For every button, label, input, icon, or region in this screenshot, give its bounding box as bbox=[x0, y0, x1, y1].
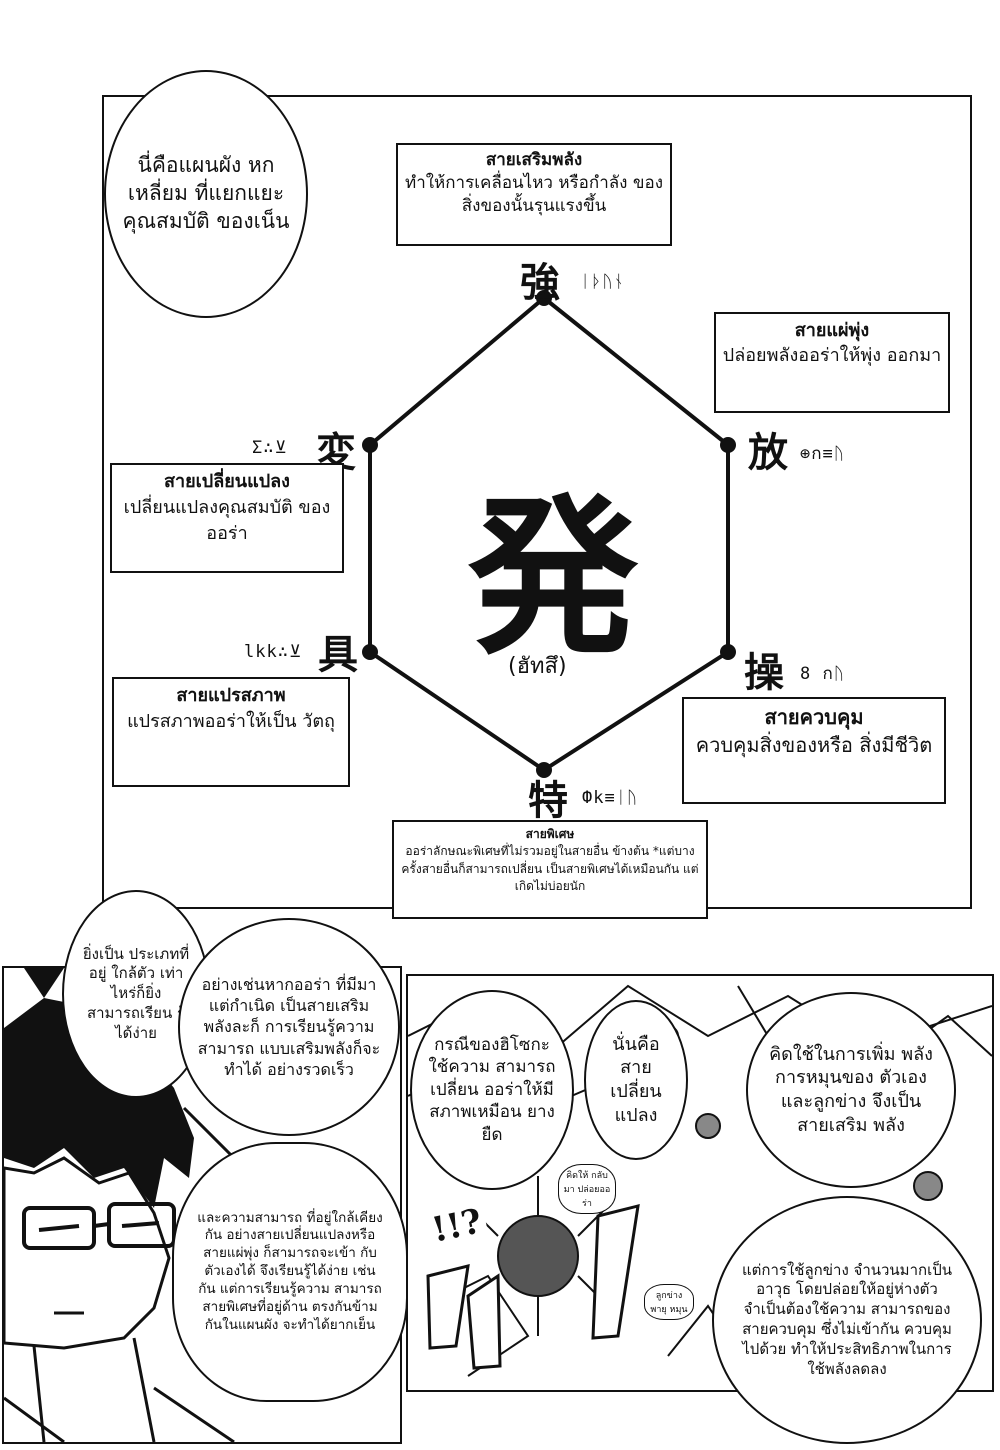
speech-bubble-example: อย่างเช่นหากออร่า ที่มีมาแต่กำเนิด เป็นส… bbox=[178, 918, 400, 1136]
box-manipulate-body: ควบคุมสิ่งของหรือ สิ่งมีชีวิต bbox=[695, 733, 933, 757]
box-special-body: ออร่าลักษณะพิเศษที่ไม่รวมอยู่ในสายอื่น ข… bbox=[401, 844, 699, 894]
node-dot-upper-left bbox=[362, 437, 378, 453]
code-transmute: Σ∴⊻ bbox=[252, 438, 288, 458]
speech-bubble-intro: นี่คือแผนผัง หกเหลี่ยม ที่แยกแยะ คุณสมบั… bbox=[104, 70, 308, 318]
kanji-enhance: 強 bbox=[520, 259, 560, 306]
box-enhance-title: สายเสริมพลัง bbox=[485, 150, 583, 170]
box-emit: สายแผ่พุ่ง ปล่อยพลังออร่าให้พุ่ง ออกมา bbox=[714, 312, 950, 413]
small-caption-1: คิดให้ กลับมา ปล่อยออ ร่า bbox=[558, 1164, 616, 1214]
box-conjure-body: แปรสภาพออร่าให้เป็น วัตถุ bbox=[127, 711, 335, 733]
node-dot-upper-right bbox=[720, 437, 736, 453]
box-special: สายพิเศษ ออร่าลักษณะพิเศษที่ไม่รวมอยู่ใน… bbox=[392, 820, 708, 919]
code-enhance: ᛁᚦᚢᚾ bbox=[580, 272, 625, 292]
code-specialist: Фk≡ᛁᚢ bbox=[582, 788, 639, 808]
kanji-manipulate: 操 bbox=[744, 649, 784, 696]
speech-bubble-tops: แต่การใช้ลูกข่าง จำนวนมากเป็นอาวุธ โดยปล… bbox=[712, 1196, 982, 1444]
node-dot-lower-right bbox=[720, 644, 736, 660]
box-emit-body: ปล่อยพลังออร่าให้พุ่ง ออกมา bbox=[722, 345, 942, 367]
box-enhance-body: ทำให้การเคลื่อนไหว หรือกำลัง ของสิ่งของน… bbox=[404, 172, 663, 216]
speech-bubble-spin: คิดใช้ในการเพิ่ม พลังการหมุนของ ตัวเองแล… bbox=[746, 992, 956, 1188]
small-caption-2: ลูกข่าง พายุ หมุน bbox=[644, 1284, 694, 1320]
box-transmute: สายเปลี่ยนแปลง เปลี่ยนแปลงคุณสมบัติ ของอ… bbox=[110, 463, 344, 573]
speech-bubble-hisoka: กรณีของฮิโซกะ ใช้ความ สามารถเปลี่ยน ออร่… bbox=[410, 990, 574, 1190]
box-special-title: สายพิเศษ bbox=[525, 827, 575, 841]
box-manipulate: สายควบคุม ควบคุมสิ่งของหรือ สิ่งมีชีวิต bbox=[682, 697, 946, 804]
box-emit-title: สายแผ่พุ่ง bbox=[794, 320, 870, 341]
box-manipulate-title: สายควบคุม bbox=[764, 705, 864, 729]
node-dot-top bbox=[536, 290, 552, 306]
nen-hexagon bbox=[362, 290, 736, 778]
code-conjure: lkk∴⊻ bbox=[244, 642, 303, 662]
node-dot-lower-left bbox=[362, 644, 378, 660]
code-emit: ⊕ก≡ᚢ bbox=[800, 444, 845, 464]
center-kanji-hatsu: 発 bbox=[468, 478, 639, 678]
code-manipulate: 8 กᚢ bbox=[800, 664, 845, 684]
box-conjure: สายแปรสภาพ แปรสภาพออร่าให้เป็น วัตถุ bbox=[112, 677, 350, 787]
node-dot-bottom bbox=[536, 762, 552, 778]
box-conjure-title: สายแปรสภาพ bbox=[176, 685, 286, 706]
kanji-specialist: 特 bbox=[528, 777, 568, 824]
box-transmute-title: สายเปลี่ยนแปลง bbox=[164, 471, 290, 492]
kanji-emit: 放 bbox=[748, 429, 788, 476]
center-reading: (ฮัทสึ) bbox=[508, 654, 567, 679]
kanji-conjure: 具 bbox=[318, 631, 358, 678]
character-illustration bbox=[4, 968, 246, 1442]
box-enhance: สายเสริมพลัง ทำให้การเคลื่อนไหว หรือกำลั… bbox=[396, 143, 672, 246]
speech-bubble-adjacent: และความสามารถ ที่อยู่ใกล้เคียงกัน อย่างส… bbox=[172, 1142, 408, 1402]
box-transmute-body: เปลี่ยนแปลงคุณสมบัติ ของออร่า bbox=[123, 497, 331, 545]
speech-bubble-that-is: นั่นคือ สาย เปลี่ยน แปลง bbox=[584, 1000, 688, 1160]
